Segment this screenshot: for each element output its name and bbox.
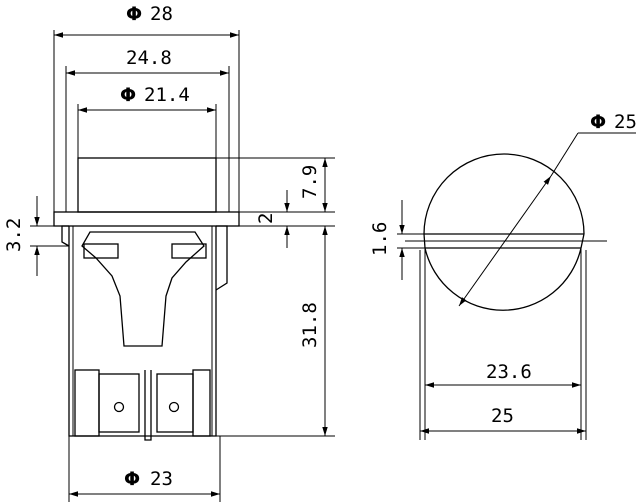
- rocker-emblem: [81, 231, 205, 347]
- terminal-hole-right: [168, 401, 180, 413]
- dim-button-height: 7.9: [299, 165, 321, 199]
- dim-flat-offset: 1.6: [369, 222, 391, 256]
- side-clip-right: [215, 225, 228, 291]
- switch-side-view: Φ 25: [405, 111, 637, 311]
- side-clip-left: [61, 225, 70, 247]
- dim-side-diameter-value: 25: [614, 111, 637, 133]
- dim-outer-diameter-symbol: Φ: [126, 3, 142, 25]
- outline-lower-arc: [424, 247, 582, 311]
- dim-line-side-diameter: [458, 175, 552, 307]
- center-pin: [144, 370, 152, 441]
- flange: [53, 211, 240, 227]
- dim-outer-width: 25: [491, 405, 514, 427]
- switch-front-view: [53, 157, 240, 441]
- front-view-dimensions: Φ 28 24.8 Φ 21.4 7.9 2 31.8 3.2: [3, 3, 335, 502]
- button-cap: [77, 157, 217, 213]
- emblem-window-right: [171, 243, 207, 259]
- dim-inner-width: 23.6: [486, 361, 532, 383]
- terminal-housing-right: [192, 369, 211, 437]
- terminal-housing-left: [74, 369, 100, 437]
- dim-bezel-width: 24.8: [126, 47, 172, 69]
- switch-body: [68, 226, 217, 437]
- terminal-hole-left: [113, 401, 125, 413]
- emblem-window-left: [83, 243, 119, 259]
- dim-body-diameter-value: 23: [150, 468, 173, 490]
- dim-side-diameter-symbol: Φ: [590, 111, 606, 133]
- dim-body-height: 31.8: [299, 302, 321, 348]
- dim-side-offset: 3.2: [3, 218, 25, 252]
- outline-upper-arc: [423, 153, 585, 235]
- terminal-tab-left: [98, 373, 140, 433]
- dim-body-diameter-symbol: Φ: [124, 468, 140, 490]
- dim-button-diameter-symbol: Φ: [120, 84, 136, 106]
- dim-button-diameter-value: 21.4: [144, 84, 190, 106]
- dim-outer-diameter-value: 28: [150, 3, 173, 25]
- dim-flange-thickness: 2: [255, 213, 277, 224]
- side-view-dimensions: 1.6 23.6 25: [369, 200, 587, 440]
